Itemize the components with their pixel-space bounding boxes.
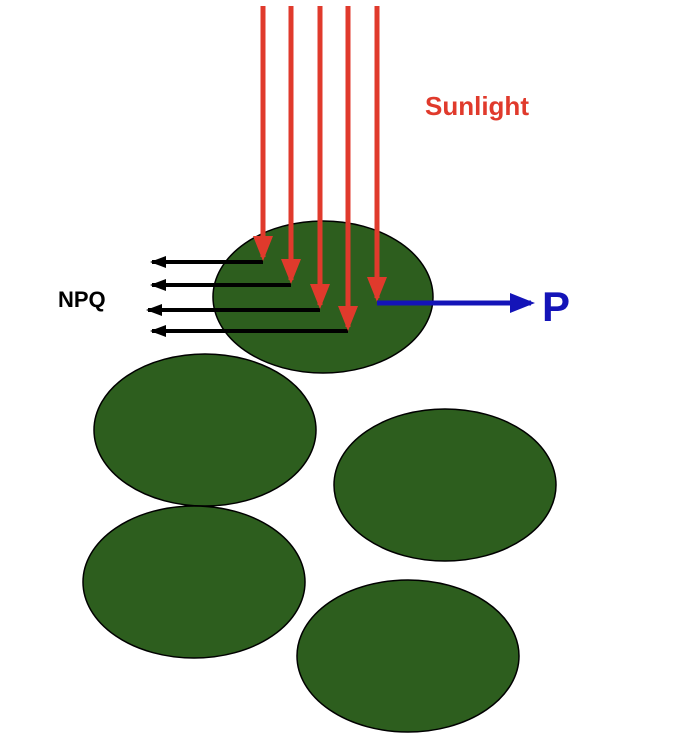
npq-arrows — [146, 256, 348, 337]
chloroplast-bottom-left — [82, 505, 306, 659]
chloroplast-top — [212, 220, 434, 374]
chloroplast-middle-left — [93, 353, 317, 507]
npq-label: NPQ — [58, 287, 106, 312]
chloroplast-middle-right — [333, 408, 557, 562]
p-label: P — [542, 283, 571, 330]
sunlight-arrows — [253, 6, 387, 332]
chloroplast-bottom-right — [296, 579, 520, 733]
sunlight-label: Sunlight — [425, 91, 529, 121]
chloroplast-group — [82, 220, 557, 733]
